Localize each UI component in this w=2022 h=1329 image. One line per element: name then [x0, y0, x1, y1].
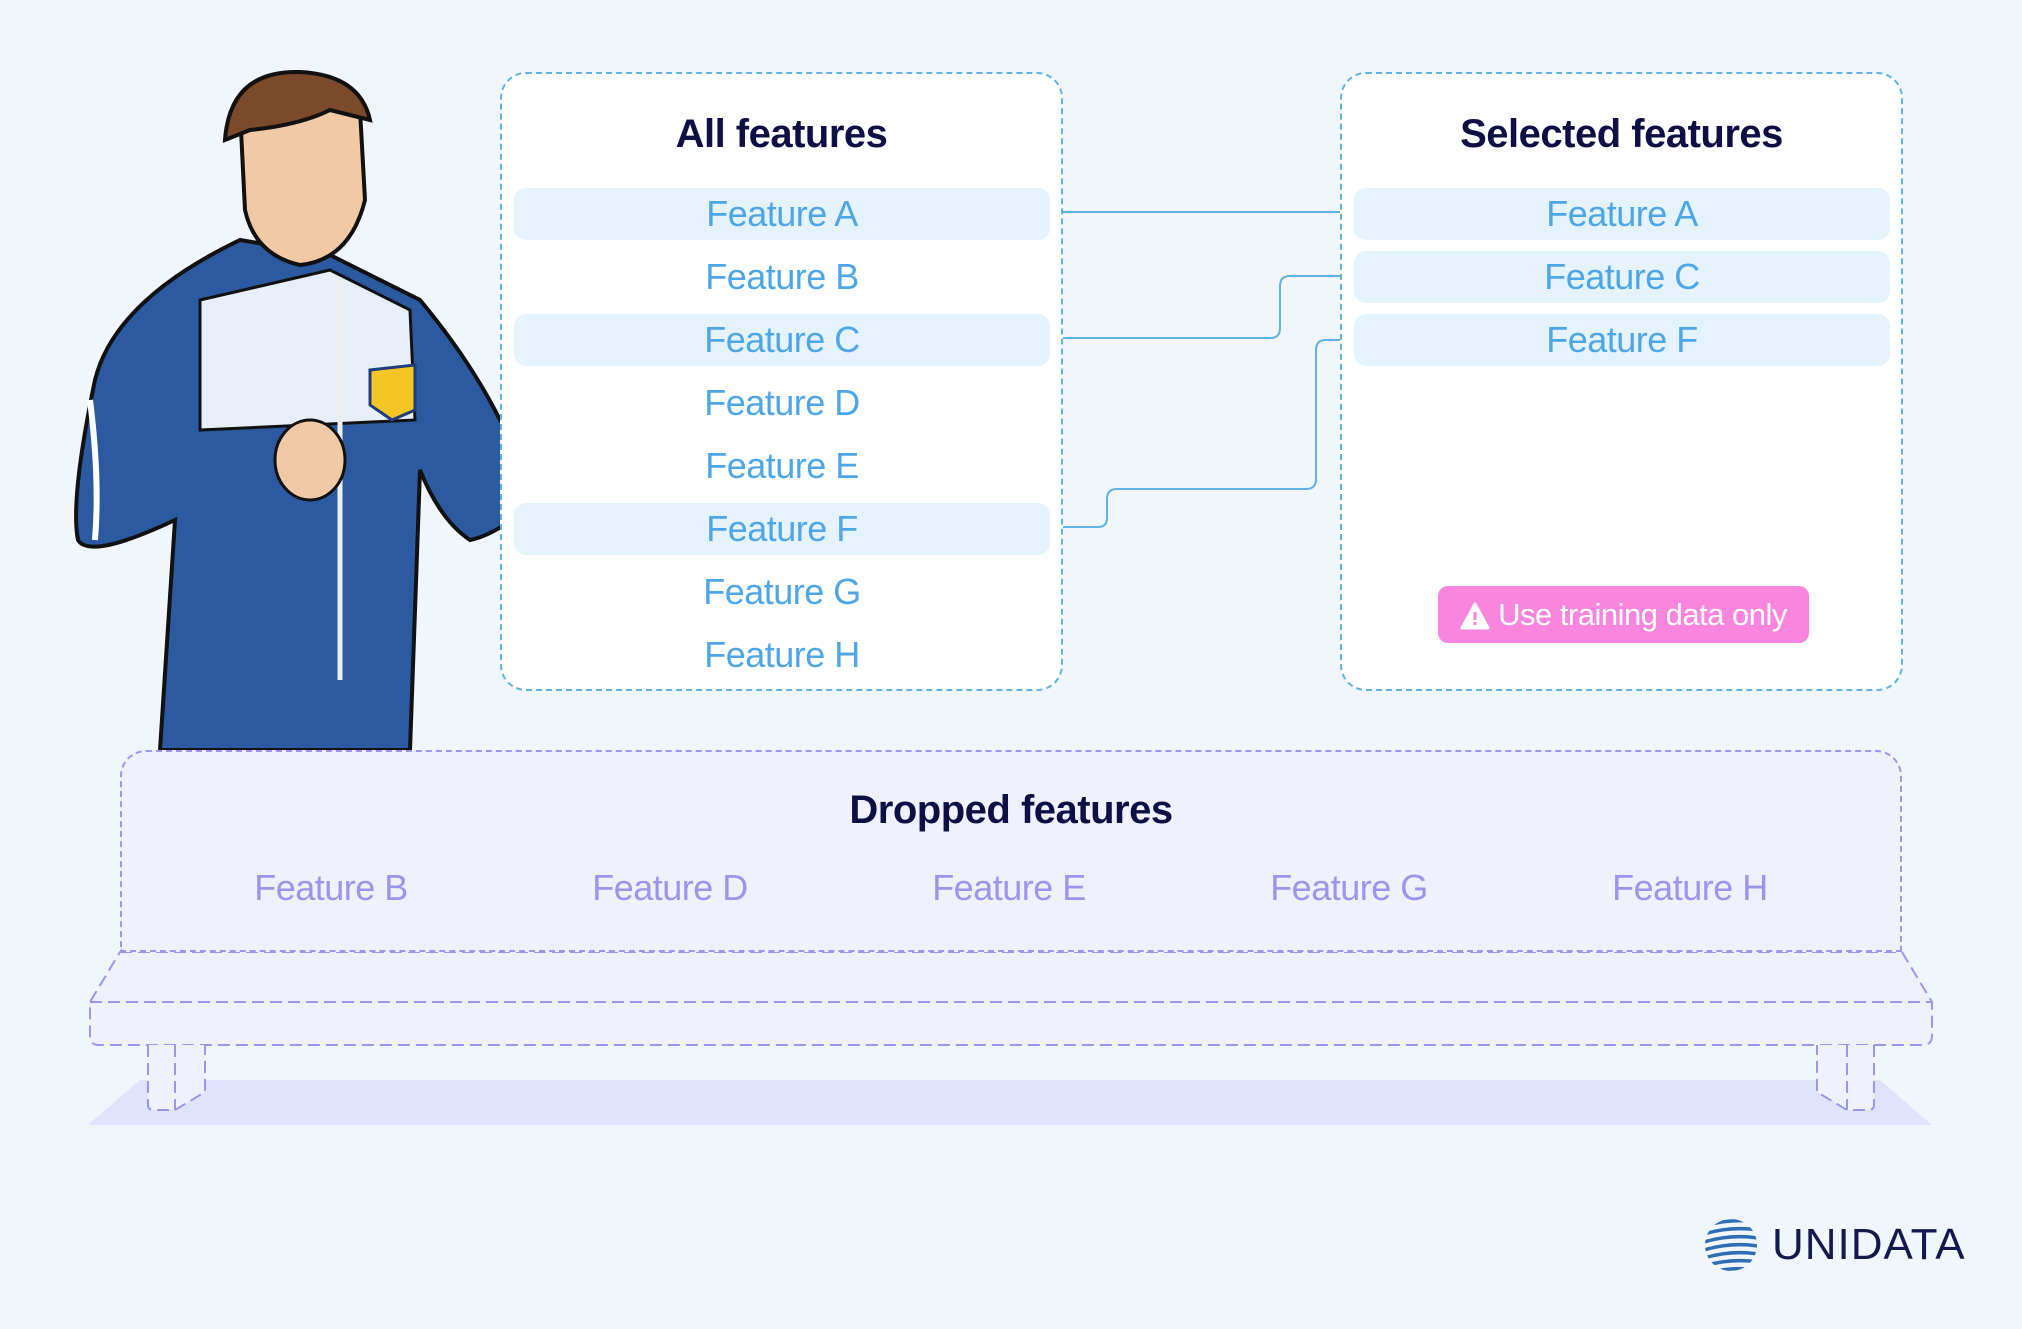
dropped-feature-item: Feature H: [1612, 867, 1768, 908]
selected-feature-row: Feature F: [1354, 314, 1890, 366]
feature-row: Feature A: [514, 188, 1050, 240]
dropped-features-bench: Dropped features Feature B Feature D Featu…: [120, 750, 1902, 952]
selected-feature-row: Feature A: [1354, 188, 1890, 240]
dropped-feature-item: Feature G: [1270, 867, 1428, 908]
bench-seat: [89, 951, 1933, 1111]
warning-badge: Use training data only: [1438, 586, 1809, 643]
panel-title: Dropped features: [849, 788, 1173, 832]
feature-row: Feature C: [514, 314, 1050, 366]
feature-row: Feature G: [703, 571, 861, 612]
feature-row: Feature B: [705, 256, 859, 297]
feature-row: Feature D: [704, 382, 860, 423]
feature-row: Feature H: [704, 634, 860, 675]
warning-text: Use training data only: [1498, 597, 1787, 632]
dropped-feature-item: Feature D: [592, 867, 748, 908]
unidata-logo: UNIDATA: [1704, 1218, 1966, 1272]
panel-title: All features: [675, 112, 888, 156]
selected-features-panel: Selected features Feature A Feature C Feat…: [1340, 72, 1903, 691]
coach-illustration: [74, 69, 650, 752]
logo-text: UNIDATA: [1772, 1220, 1966, 1269]
feature-row: Feature E: [705, 445, 859, 486]
all-features-panel: All features Feature A Feature B Feature C…: [500, 72, 1063, 691]
dropped-feature-item: Feature E: [932, 867, 1086, 908]
feature-row: Feature F: [514, 503, 1050, 555]
warning-triangle-icon: [1460, 602, 1490, 630]
connector-lines: [1063, 211, 1340, 528]
bench-floor-shadow: [88, 1080, 1932, 1125]
panel-title: Selected features: [1460, 112, 1783, 156]
selected-feature-row: Feature C: [1354, 251, 1890, 303]
globe-icon: [1705, 1219, 1757, 1271]
dropped-feature-item: Feature B: [254, 867, 408, 908]
